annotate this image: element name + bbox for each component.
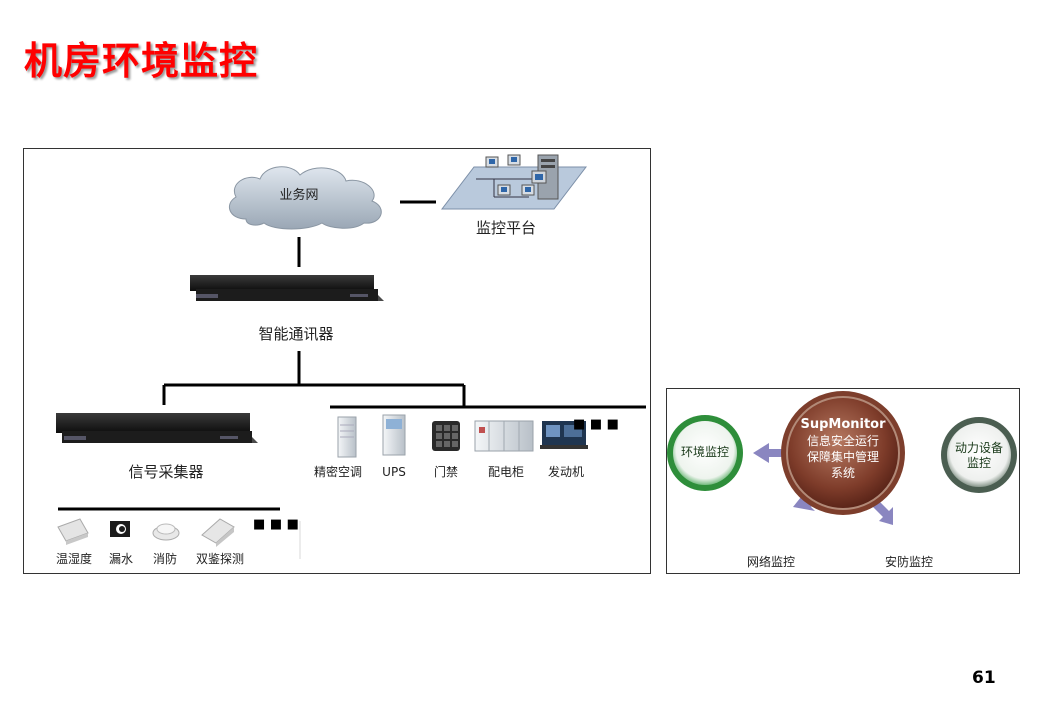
- more-sensors-mark: ■ ■ ■: [253, 517, 299, 532]
- environment-node-label: 环境监控: [680, 445, 729, 459]
- access-control-icon: [432, 421, 460, 451]
- dual-detector-icon: [201, 518, 235, 547]
- supmonitor-hub-icon: [781, 391, 905, 515]
- page-number: 61: [972, 668, 996, 688]
- cloud-icon: [228, 166, 382, 230]
- communicator-label: 智能通讯器: [258, 325, 334, 343]
- device-label: 精密空调: [313, 465, 363, 479]
- supmonitor-graphics: [667, 391, 1017, 525]
- power-node-icon: [941, 417, 1017, 493]
- hub-line: 保障集中管理: [806, 450, 879, 464]
- device-label: 配电柜: [487, 465, 525, 479]
- platform-label: 监控平台: [475, 219, 537, 237]
- arrow-left-icon: [753, 443, 785, 463]
- security-monitor-label: 安防监控: [884, 555, 934, 569]
- device-label: UPS: [382, 465, 406, 479]
- network-monitor-label: 网络监控: [746, 555, 796, 569]
- hub-line: 系统: [830, 466, 855, 480]
- water-leak-sensor-icon: [110, 521, 130, 537]
- ups-icon: [382, 414, 406, 456]
- generator-icon: [540, 421, 588, 449]
- sensor-label: 消防: [152, 552, 178, 566]
- power-node-line: 动力设备: [954, 441, 1003, 455]
- cloud-label: 业务网: [279, 188, 319, 203]
- arrow-down-right-icon: [873, 501, 893, 525]
- collector-label: 信号采集器: [128, 463, 204, 481]
- power-node-label: 动力设备 监控: [943, 441, 1015, 471]
- hub-brand: SupMonitor: [800, 417, 886, 432]
- supmonitor-panel: SupMonitor 信息安全运行 保障集中管理 系统 环境监控 动力设备 监控…: [666, 388, 1020, 574]
- power-node-line: 监控: [966, 456, 991, 470]
- monitoring-platform-icon: [440, 154, 588, 210]
- precision-ac-icon: [337, 416, 357, 458]
- sensor-label: 双鉴探测: [195, 552, 245, 566]
- hub-line: 信息安全运行: [806, 434, 879, 448]
- temperature-humidity-sensor-icon: [57, 518, 89, 545]
- communicator-device-icon: [190, 275, 384, 301]
- device-label: 发动机: [547, 465, 585, 479]
- more-devices-mark: ■ ■ ■: [573, 417, 619, 432]
- slide-title: 机房环境监控: [24, 39, 259, 83]
- device-label: 门禁: [433, 465, 459, 479]
- network-diagram-panel: 业务网 监控平台 智能通讯器 信号采集器 ■ ■ ■ ■ ■ ■ 精密空调 UP…: [23, 148, 651, 574]
- hub-text: SupMonitor 信息安全运行 保障集中管理 系统: [787, 417, 899, 481]
- sensor-label: 温湿度: [55, 552, 93, 566]
- distribution-cabinet-icon: [474, 420, 534, 452]
- diagram-graphics: [56, 154, 646, 559]
- collector-device-icon: [56, 413, 258, 443]
- sensor-label: 漏水: [108, 552, 134, 566]
- smoke-detector-icon: [152, 523, 180, 541]
- environment-node-icon: [667, 415, 743, 491]
